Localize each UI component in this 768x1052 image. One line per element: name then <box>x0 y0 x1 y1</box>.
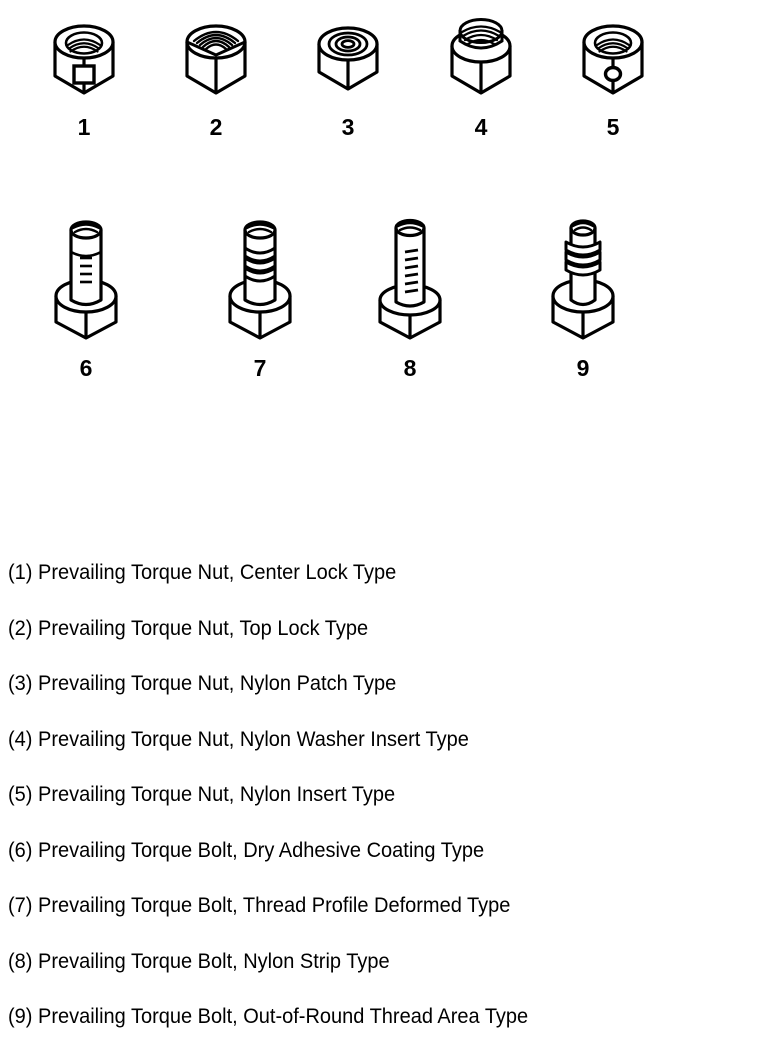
hex-bolt-thread-profile-deformed-icon <box>228 220 292 340</box>
fastener-item-2: 2 <box>161 14 271 140</box>
caption-item-2: (2) Prevailing Torque Nut, Top Lock Type <box>8 615 369 640</box>
fastener-item-3: 3 <box>293 14 403 140</box>
fastener-number-label: 3 <box>341 114 355 140</box>
fastener-number-label: 1 <box>77 114 91 140</box>
fastener-item-8: 8 <box>350 214 470 381</box>
caption-item-4: (4) Prevailing Torque Nut, Nylon Washer … <box>8 726 469 751</box>
caption-item-9: (9) Prevailing Torque Bolt, Out-of-Round… <box>8 1004 529 1028</box>
caption-item-8: (8) Prevailing Torque Bolt, Nylon Strip … <box>8 948 390 973</box>
fastener-number-label: 4 <box>474 114 488 140</box>
fastener-number-label: 2 <box>209 114 223 140</box>
fastener-item-9: 9 <box>523 214 643 381</box>
hex-nut-nylon-washer-insert-icon <box>450 18 512 95</box>
fastener-number-label: 6 <box>79 355 93 381</box>
fastener-number-label: 9 <box>576 355 590 381</box>
hex-nut-top-lock-icon <box>185 24 247 95</box>
hex-nut-center-lock-icon <box>53 24 115 95</box>
fastener-figure: 1 <box>0 0 768 420</box>
hex-bolt-nylon-strip-icon <box>378 218 442 340</box>
hex-nut-nylon-patch-icon <box>317 26 379 91</box>
fastener-number-label: 7 <box>253 355 267 381</box>
caption-list: (1) Prevailing Torque Nut, Center Lock T… <box>8 545 760 1045</box>
fastener-item-5: 5 <box>558 14 668 140</box>
hex-bolt-out-of-round-thread-icon <box>551 219 615 340</box>
caption-item-3: (3) Prevailing Torque Nut, Nylon Patch T… <box>8 671 397 695</box>
hex-nut-nylon-insert-icon <box>582 24 644 95</box>
caption-item-5: (5) Prevailing Torque Nut, Nylon Insert … <box>8 782 396 806</box>
hex-bolt-dry-adhesive-coating-icon <box>54 220 118 340</box>
fastener-item-7: 7 <box>200 214 320 381</box>
caption-item-6: (6) Prevailing Torque Bolt, Dry Adhesive… <box>8 837 485 862</box>
fastener-number-label: 5 <box>606 114 620 140</box>
fastener-item-4: 4 <box>426 14 536 140</box>
fastener-number-label: 8 <box>403 355 417 381</box>
caption-item-7: (7) Prevailing Torque Bolt, Thread Profi… <box>8 893 511 917</box>
fastener-item-6: 6 <box>26 214 146 381</box>
fastener-item-1: 1 <box>29 14 139 140</box>
caption-item-1: (1) Prevailing Torque Nut, Center Lock T… <box>8 560 397 584</box>
